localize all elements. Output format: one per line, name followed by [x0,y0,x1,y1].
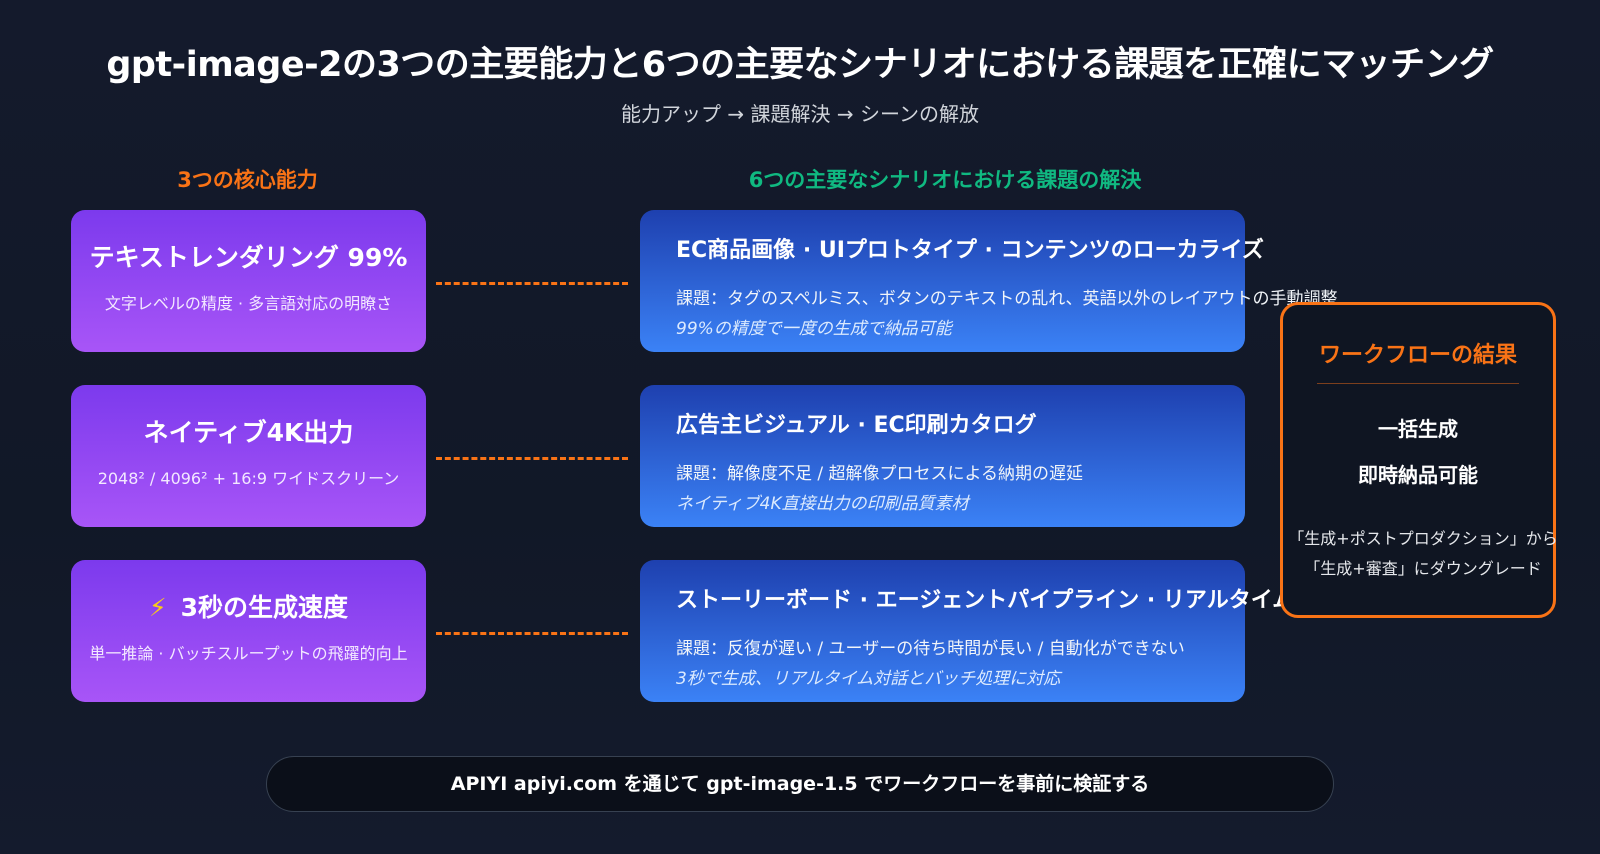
connector-line [436,632,628,635]
scenarios-heading: 6つの主要なシナリオにおける課題の解決 [748,168,1142,192]
scenario-issue: 課題：タグのスペルミス、ボタンのテキストの乱れ、英語以外のレイアウトの手動調整 [676,289,1338,309]
scenario-solution: 99%の精度で一度の生成で納品可能 [676,319,952,339]
result-line-batch: 一括生成 [1378,417,1458,441]
capability-card-speed: ⚡ 3秒の生成速度 単一推論 · バッチスループットの飛躍的向上 [71,560,426,702]
footer-banner: APIYI apiyi.com を通じて gpt-image-1.5 でワークフ… [266,756,1334,812]
scenario-solution: ネイティブ4K直接出力の印刷品質素材 [676,494,969,514]
scenario-title: 広告主ビジュアル · EC印刷カタログ [676,413,1037,438]
result-note: 「生成+審査」にダウングレード [1304,559,1542,578]
capability-card-4k-output: ネイティブ4K出力 2048² / 4096² + 16:9 ワイドスクリーン [71,385,426,527]
capability-title: ネイティブ4K出力 [143,418,354,447]
workflow-result-box: ワークフローの結果 一括生成 即時納品可能 「生成+ポストプロダクション」から … [1280,302,1558,618]
result-note: 「生成+ポストプロダクション」から [1288,529,1558,548]
scenario-title: EC商品画像 · UIプロトタイプ · コンテンツのローカライズ [676,238,1264,263]
scenario-issue: 課題：解像度不足 / 超解像プロセスによる納期の遅延 [676,464,1084,484]
scenario-issue: 課題：反復が遅い / ユーザーの待ち時間が長い / 自動化ができない [676,639,1185,659]
result-line-instant: 即時納品可能 [1358,463,1478,487]
page-title: gpt-image-2の3つの主要能力と6つの主要なシナリオにおける課題を正確に… [106,45,1494,85]
capability-title: テキストレンダリング 99% [89,243,408,272]
capability-title-row: ⚡ 3秒の生成速度 [51,588,446,624]
result-divider [1317,383,1519,384]
scenario-card-localization: EC商品画像 · UIプロトタイプ · コンテンツのローカライズ 課題：タグのス… [640,210,1337,352]
scenario-solution: 3秒で生成、リアルタイム対話とバッチ処理に対応 [676,669,1061,689]
connector-line [436,282,628,285]
capability-desc: 2048² / 4096² + 16:9 ワイドスクリーン [97,469,400,488]
capabilities-heading: 3つの核心能力 [177,168,318,192]
scenario-title: ストーリーボード · エージェントパイプライン · リアルタイム [676,588,1295,613]
capability-desc: 単一推論 · バッチスループットの飛躍的向上 [89,644,408,663]
scenario-card-realtime: ストーリーボード · エージェントパイプライン · リアルタイム 課題：反復が遅… [640,560,1294,702]
result-title: ワークフローの結果 [1318,343,1517,368]
scenario-card-print-catalog: 広告主ビジュアル · EC印刷カタログ 課題：解像度不足 / 超解像プロセスによ… [640,385,1245,527]
page-subtitle: 能力アップ → 課題解決 → シーンの解放 [621,102,979,126]
lightning-icon: ⚡ [149,593,167,622]
capability-title: 3秒の生成速度 [180,593,348,622]
connector-line [436,457,628,460]
capability-desc: 文字レベルの精度 · 多言語対応の明瞭さ [104,294,393,313]
capability-card-text-rendering: テキストレンダリング 99% 文字レベルの精度 · 多言語対応の明瞭さ [71,210,426,352]
